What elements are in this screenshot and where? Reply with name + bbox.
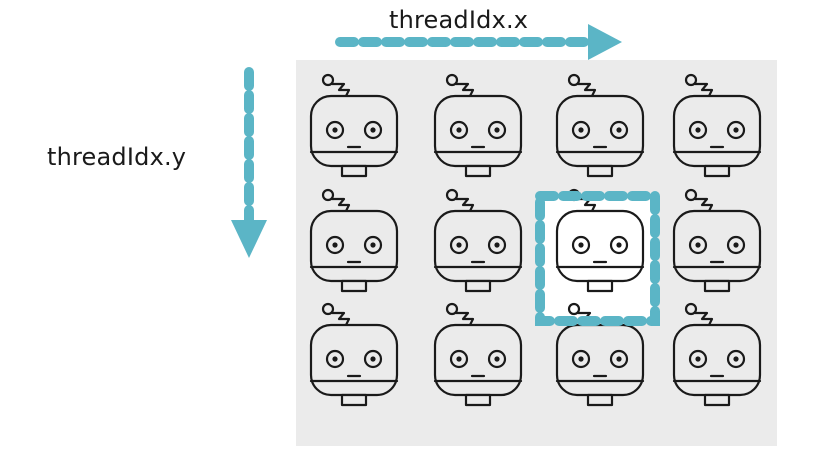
robot-head-icon [555,73,645,178]
robot-head-icon [433,302,523,407]
thread-cells [309,73,762,407]
robot-head-icon [672,302,762,407]
robot-head-icon-highlighted [555,188,645,293]
robot-head-icon [309,188,399,293]
y-axis-arrow [231,67,267,258]
x-axis-arrow [335,24,622,60]
thread-idx-y-label: threadIdx.y [47,143,187,171]
robot-head-icon [672,188,762,293]
robot-head-icon [309,73,399,178]
robot-head-icon [433,188,523,293]
robot-head-icon [309,302,399,407]
highlighted-thread-outline [535,191,660,326]
thread-idx-x-label: threadIdx.x [389,6,529,34]
robot-head-icon [433,73,523,178]
robot-head-icon [672,73,762,178]
robot-head-icon [555,302,645,407]
